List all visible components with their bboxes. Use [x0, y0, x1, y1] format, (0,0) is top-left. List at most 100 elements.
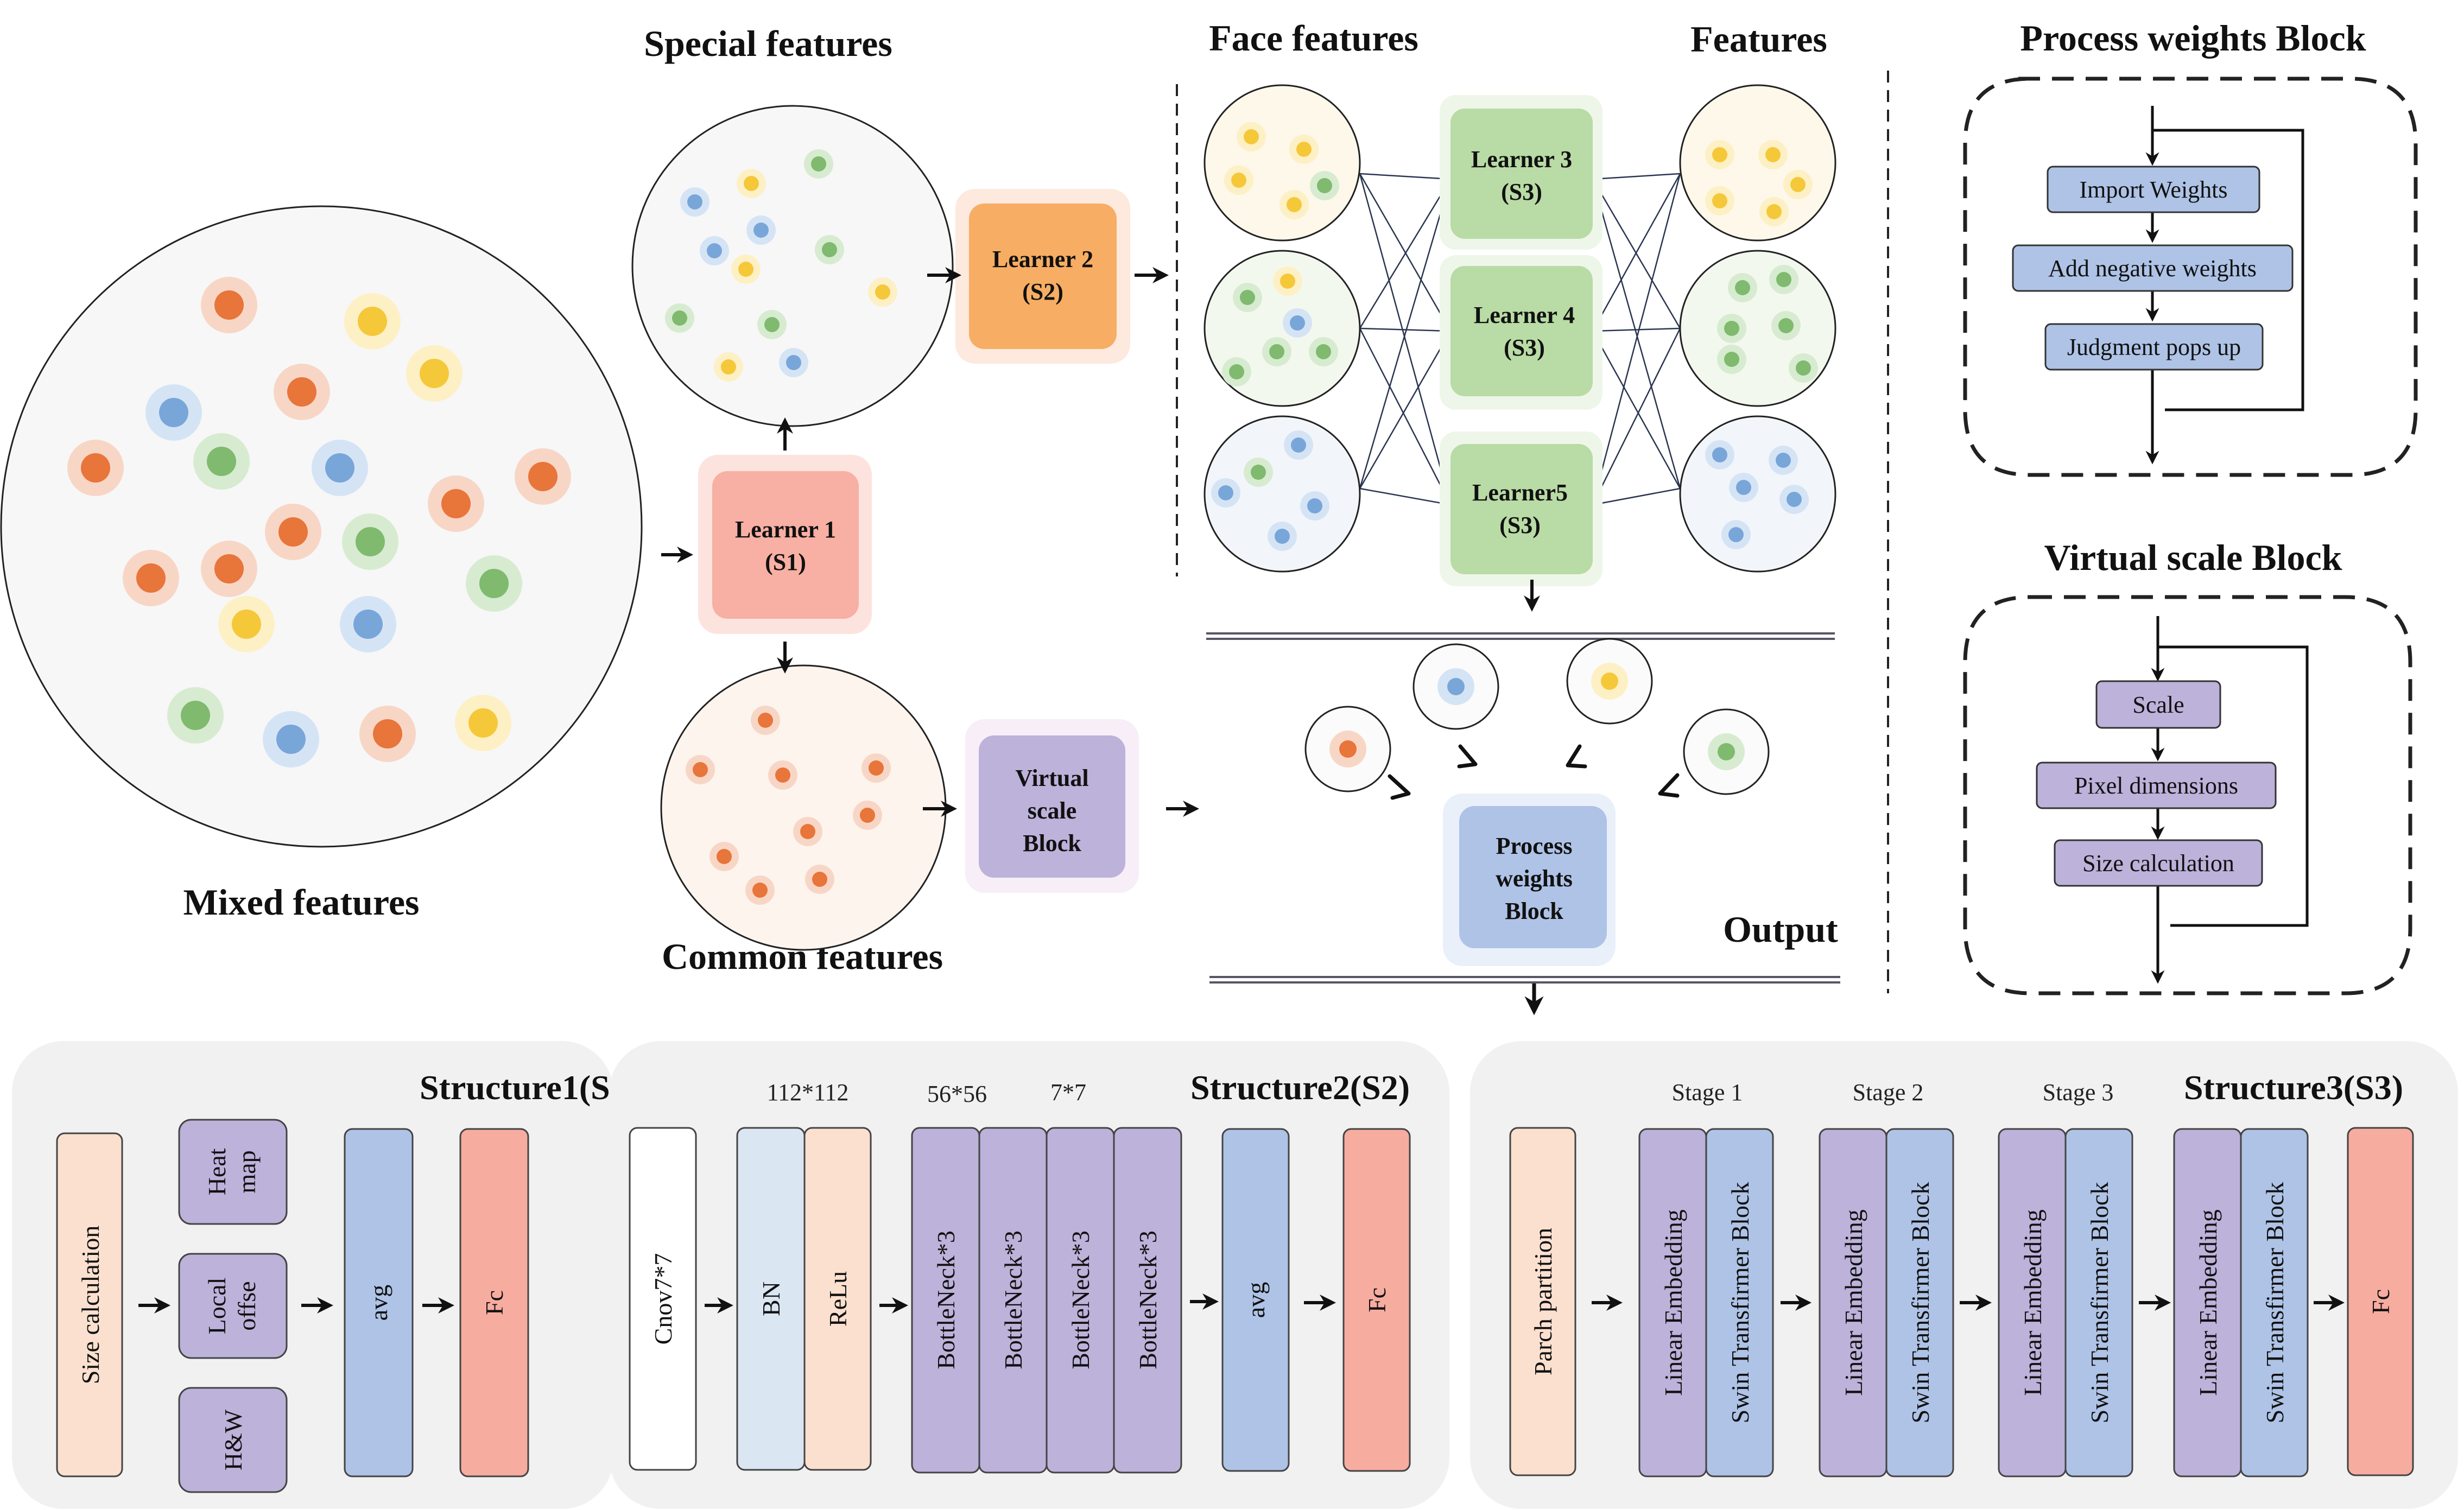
- connection-line: [1592, 487, 1681, 506]
- mixed-dot-orange: [274, 364, 330, 420]
- s2-bottleneck-4: BottleNeck*3: [1134, 1230, 1162, 1369]
- connection-line: [1592, 327, 1681, 332]
- face-dot-green: [1310, 171, 1339, 200]
- face-dot-yellow: [1237, 122, 1266, 151]
- s1-offset-label: offse: [233, 1281, 261, 1330]
- learner-3-node: Learner 3 (S3): [1440, 95, 1602, 250]
- mixed-dot-yellow: [218, 596, 275, 652]
- s1-size-calculation: Size calculation: [77, 1226, 104, 1385]
- mixed-dot-green: [342, 513, 398, 570]
- s1-heat-label: Heat: [203, 1148, 231, 1195]
- face-dot-green: [1769, 265, 1798, 294]
- s2-bn: BN: [757, 1281, 785, 1316]
- special-dot-green: [815, 235, 844, 264]
- common-features-circle: [660, 664, 947, 951]
- s3-fc: Fc: [2367, 1289, 2395, 1314]
- mixed-features-heading: Mixed features: [183, 881, 420, 923]
- face-dot-green: [1789, 353, 1818, 383]
- special-dot-yellow: [868, 277, 897, 307]
- connection-line: [1592, 328, 1681, 505]
- s3-swin-box-4: [2240, 1128, 2309, 1477]
- s2-bottleneck-1: BottleNeck*3: [932, 1230, 960, 1369]
- learner-5-structure: (S3): [1499, 512, 1541, 538]
- s3-stage-3: Stage 3: [2043, 1079, 2114, 1106]
- structure-2-title: Structure2(S2): [1190, 1068, 1410, 1107]
- mixed-feature-dots: [67, 277, 571, 767]
- face-circle-blue: [1204, 415, 1361, 573]
- mixed-dot-orange: [201, 541, 257, 597]
- special-features-heading: Special features: [644, 23, 892, 64]
- virtual-scale-block-node: Virtual scale Block: [965, 719, 1139, 893]
- mixed-dot-orange: [123, 550, 179, 606]
- s2-dim-56: 56*56: [927, 1081, 987, 1107]
- face-dot-yellow: [1705, 140, 1734, 169]
- learner-5-label: Learner5: [1472, 479, 1568, 506]
- s2-bottleneck-3: BottleNeck*3: [1067, 1230, 1094, 1369]
- learner-2-structure: (S2): [1022, 278, 1063, 305]
- output-feature-dots: [1304, 638, 1770, 795]
- output-dot-core: [1708, 733, 1745, 770]
- mixed-dot-orange: [359, 706, 416, 762]
- common-dot-orange: [751, 706, 780, 735]
- judgment-pops-up-step: Judgment pops up: [2067, 334, 2241, 360]
- output-separators: [1206, 632, 1840, 984]
- features-heading: Features: [1690, 18, 1827, 60]
- special-dot-yellow: [731, 255, 761, 284]
- s3-swin-box-2: [1885, 1128, 1954, 1477]
- mixed-dot-orange: [67, 440, 124, 496]
- learner-2-label: Learner 2: [992, 246, 1093, 272]
- output-dot-orange: [1304, 706, 1391, 792]
- size-calculation-step: Size calculation: [2082, 850, 2234, 877]
- learner-1-label: Learner 1: [735, 516, 836, 543]
- s2-dim-7: 7*7: [1050, 1079, 1086, 1106]
- mixed-dot-green: [167, 687, 224, 744]
- mixed-features-circle: [0, 205, 643, 848]
- face-dot-blue: [1300, 491, 1329, 521]
- structure-1-panel: Structure1(S1) Size calculation Heat map…: [12, 1041, 639, 1509]
- scale-step: Scale: [2132, 691, 2184, 718]
- connection-line: [1359, 179, 1452, 489]
- common-feature-dots: [686, 706, 891, 905]
- structure-3-panel: Structure3(S3) Stage 1 Stage 2 Stage 3 P…: [1470, 1041, 2458, 1509]
- process-weights-label-3: Block: [1505, 898, 1563, 924]
- s2-relu: ReLu: [824, 1271, 852, 1327]
- face-dot-green: [1717, 345, 1746, 374]
- process-weights-detail: Import Weights Add negative weights Judg…: [1963, 77, 2418, 477]
- s3-linear-label-3: Linear Embedding: [2019, 1209, 2047, 1396]
- special-features-circle: [631, 105, 954, 427]
- s1-local-label: Local: [203, 1278, 231, 1335]
- common-dot-orange: [686, 755, 715, 784]
- face-dot-yellow: [1758, 140, 1788, 169]
- face-dot-blue: [1721, 520, 1751, 549]
- virtual-scale-label-3: Block: [1023, 830, 1081, 856]
- learner-3-structure: (S3): [1501, 179, 1542, 205]
- structure-3-title: Structure3(S3): [2184, 1068, 2403, 1107]
- connection-line: [1592, 173, 1681, 505]
- mixed-dot-blue: [263, 711, 319, 767]
- output-dot-yellow: [1566, 638, 1653, 725]
- special-dot-blue: [779, 348, 808, 377]
- special-dot-blue: [746, 215, 776, 245]
- common-dot-orange: [710, 842, 739, 871]
- structure-1-title: Structure1(S1): [420, 1068, 639, 1107]
- s3-linear-label-2: Linear Embedding: [1840, 1209, 1867, 1396]
- face-dot-green: [1717, 314, 1746, 343]
- connection-line: [1359, 487, 1451, 506]
- face-dot-blue: [1769, 446, 1798, 475]
- s3-linear-label-4: Linear Embedding: [2194, 1209, 2222, 1396]
- s3-swin-label-1: Swin Transfirmer Block: [1726, 1182, 1754, 1424]
- face-dot-blue: [1211, 478, 1240, 507]
- s3-swin-box-3: [2064, 1128, 2133, 1477]
- s3-stage-1: Stage 1: [1672, 1079, 1743, 1106]
- face-dot-green: [1222, 357, 1251, 386]
- learner-4-structure: (S3): [1504, 334, 1545, 361]
- learner-1-structure: (S1): [765, 549, 806, 575]
- learner-4-label: Learner 4: [1474, 302, 1575, 328]
- face-circle-yellow: [1204, 84, 1361, 242]
- learner-3-label: Learner 3: [1471, 146, 1572, 173]
- virtual-scale-detail: Scale Pixel dimensions Size calculation: [1963, 595, 2412, 995]
- mixed-dot-orange: [428, 475, 484, 532]
- mixed-dot-orange: [265, 504, 321, 560]
- connection-line: [1592, 173, 1681, 332]
